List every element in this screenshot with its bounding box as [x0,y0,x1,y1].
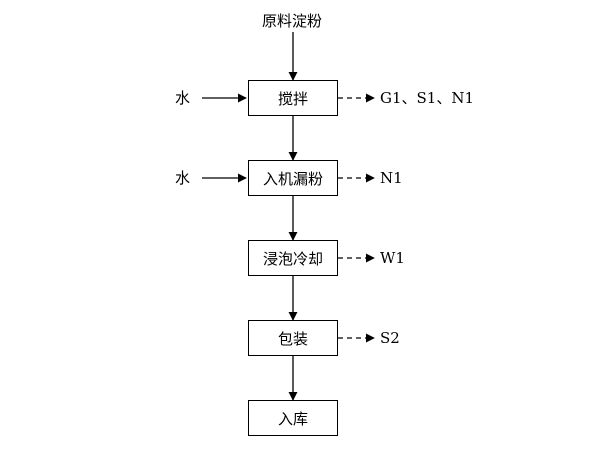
step-box-mixing: 搅拌 [248,80,338,116]
step-box-packing: 包装 [248,320,338,356]
step-label-storage: 入库 [277,409,308,428]
step-box-feeding: 入机漏粉 [248,160,338,196]
step-label-packing: 包装 [277,329,308,348]
step-label-feeding: 入机漏粉 [262,169,323,188]
emission-label-soaking: W1 [380,249,405,267]
water-label-mixing: 水 [175,89,191,107]
emission-label-feeding: N1 [380,169,403,187]
water-label-feeding: 水 [175,169,191,187]
step-box-storage: 入库 [248,400,338,436]
emission-label-packing: S2 [380,329,400,347]
step-label-mixing: 搅拌 [277,89,308,108]
step-label-soaking-cooling: 浸泡冷却 [262,249,323,268]
emission-label-mixing: G1、S1、N1 [380,89,475,107]
step-box-soaking-cooling: 浸泡冷却 [248,240,338,276]
input-label-raw-starch: 原料淀粉 [262,12,323,30]
